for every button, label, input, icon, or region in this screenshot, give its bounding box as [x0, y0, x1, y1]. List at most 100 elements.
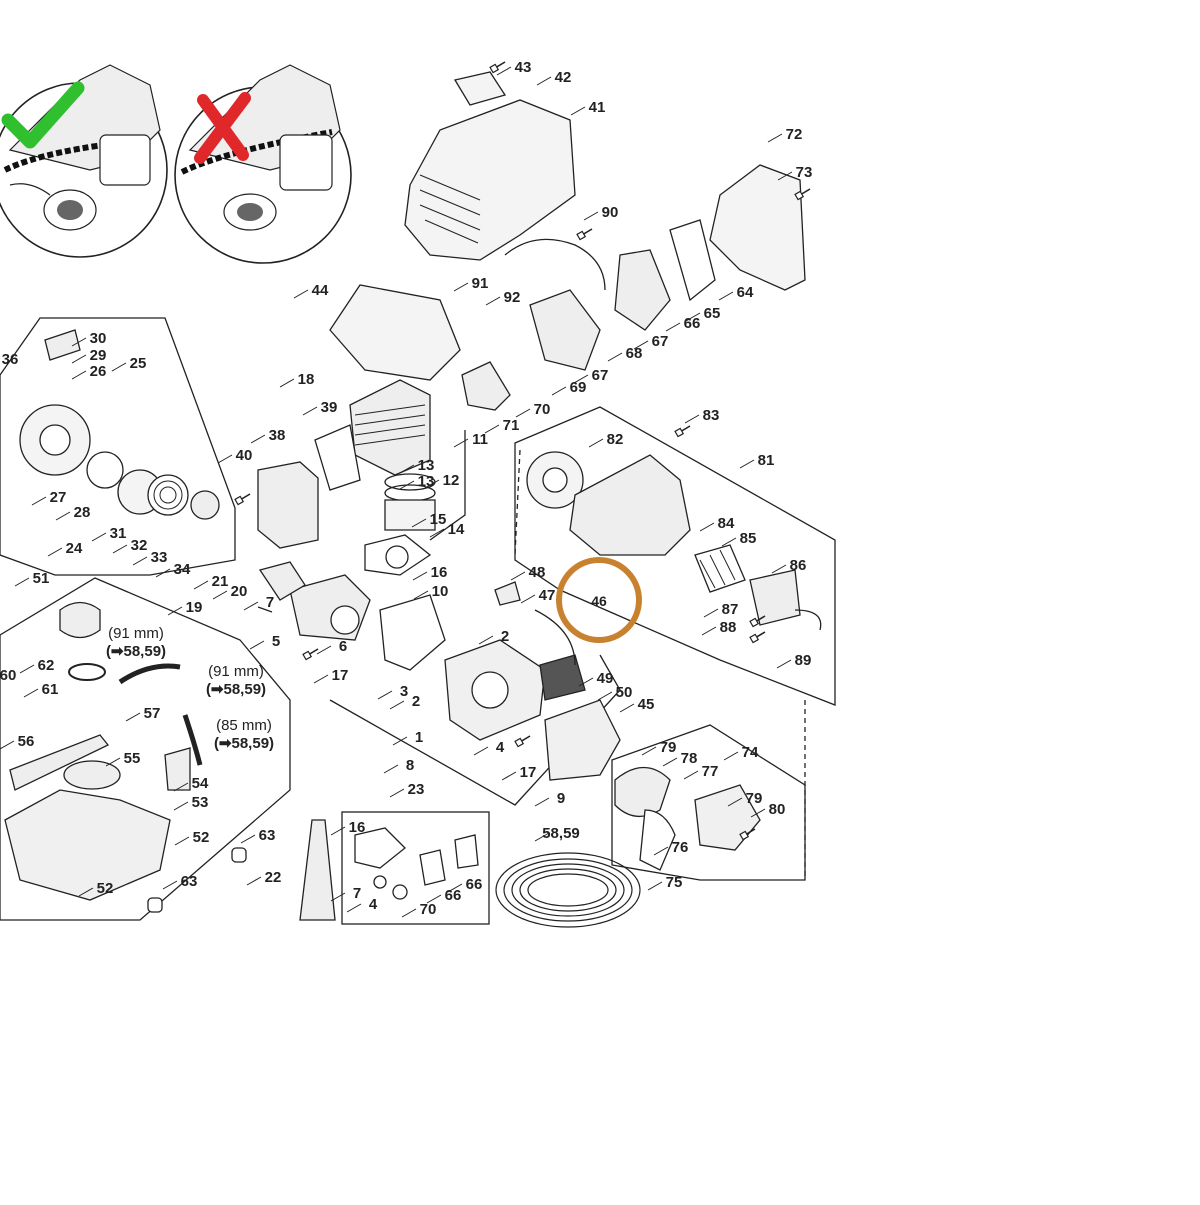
part-label-13: 13 — [418, 473, 435, 490]
clutch-group-outline — [611, 724, 806, 881]
part-label-70: 70 — [420, 901, 437, 918]
leader-line — [703, 608, 719, 618]
leader-line — [718, 291, 734, 301]
leader-line — [473, 746, 489, 756]
leader-line — [389, 788, 405, 798]
highlight-label: 46 — [591, 593, 607, 609]
leader-line — [71, 337, 87, 347]
leader-line — [777, 171, 793, 181]
part-label-57: 57 — [144, 705, 161, 722]
part-label-75: 75 — [666, 874, 683, 891]
leader-line — [383, 764, 399, 774]
part-label-85: 85 — [740, 530, 757, 547]
part-label-64: 64 — [737, 284, 754, 301]
part-label-38: 38 — [269, 427, 286, 444]
part-label-78: 78 — [681, 750, 698, 767]
leader-line — [570, 106, 586, 116]
leader-line — [377, 690, 393, 700]
leader-line — [399, 480, 415, 490]
part-label-1: 1 — [415, 729, 423, 746]
part-label-52: 52 — [97, 880, 114, 897]
leader-line — [619, 703, 635, 713]
part-label-17: 17 — [332, 667, 349, 684]
highlighted-callout: 46 — [556, 557, 642, 643]
leader-line — [510, 571, 526, 581]
cylinder-group-outline — [429, 430, 466, 541]
leader-line — [701, 626, 717, 636]
part-label-67: 67 — [592, 367, 609, 384]
part-label-4: 4 — [496, 739, 505, 756]
muffler — [257, 461, 319, 549]
correct-routing-illustration — [0, 64, 168, 258]
part-label-56: 56 — [18, 733, 35, 750]
part-label-74: 74 — [742, 744, 759, 761]
part-label-47: 47 — [539, 587, 556, 604]
part-label-18: 18 — [298, 371, 315, 388]
leader-line — [699, 522, 715, 532]
leader-line — [607, 352, 623, 362]
leader-line — [279, 378, 295, 388]
part-label-16: 16 — [349, 819, 366, 836]
part-label-17: 17 — [520, 764, 537, 781]
part-label-16: 16 — [431, 564, 448, 581]
part-label-86: 86 — [790, 557, 807, 574]
leader-line — [588, 438, 604, 448]
leader-line — [173, 801, 189, 811]
leader-line — [250, 434, 266, 444]
correct-check-icon — [1, 81, 85, 149]
leader-line — [447, 883, 463, 893]
part-label-32: 32 — [131, 537, 148, 554]
leader-line — [316, 645, 332, 655]
leader-line — [534, 832, 550, 842]
part-label-14: 14 — [448, 521, 465, 538]
part-label-80: 80 — [769, 801, 786, 818]
leader-line — [71, 370, 87, 380]
part-label-6: 6 — [339, 638, 347, 655]
leader-line — [424, 479, 440, 489]
part-label-30: 30 — [90, 330, 107, 347]
gasket-kit-outline — [341, 811, 490, 925]
part-label-66: 66 — [684, 315, 701, 332]
leader-line — [453, 282, 469, 292]
part-label-81: 81 — [758, 452, 775, 469]
part-label-62: 62 — [38, 657, 55, 674]
leader-line — [78, 887, 94, 897]
part-label-4: 4 — [369, 896, 378, 913]
leader-line — [683, 770, 699, 780]
part-label-11: 11 — [472, 431, 488, 448]
leader-line — [132, 556, 148, 566]
part-label-21: 21 — [212, 573, 229, 590]
part-label-41: 41 — [589, 99, 606, 116]
leader-line — [413, 590, 429, 600]
part-label-40: 40 — [236, 447, 253, 464]
leader-line — [23, 688, 39, 698]
part-label-58-59: 58,59 — [542, 825, 580, 842]
part-label-19: 19 — [186, 599, 203, 616]
part-label-3: 3 — [400, 683, 408, 700]
starter-group-outline — [0, 317, 236, 576]
leader-line — [520, 594, 536, 604]
part-label-45: 45 — [638, 696, 655, 713]
part-label-55: 55 — [124, 750, 141, 767]
part-label-25: 25 — [130, 355, 147, 372]
part-label-91: 91 — [472, 275, 489, 292]
part-label-73: 73 — [796, 164, 813, 181]
part-label-2: 2 — [501, 628, 509, 645]
leader-line — [71, 354, 87, 364]
part-label-89: 89 — [795, 652, 812, 669]
part-label-65: 65 — [704, 305, 721, 322]
part-label-12: 12 — [443, 472, 460, 489]
leader-line — [721, 537, 737, 547]
leader-line — [243, 601, 259, 611]
part-label-87: 87 — [722, 601, 739, 618]
leader-line — [240, 834, 256, 844]
part-label-34: 34 — [174, 561, 191, 578]
hose-length-text: (85 mm) — [216, 717, 272, 734]
part-label-36: 36 — [2, 351, 19, 368]
leader-line — [19, 664, 35, 674]
leader-line — [478, 635, 494, 645]
leader-line — [776, 659, 792, 669]
leader-line — [501, 771, 517, 781]
leader-line — [125, 712, 141, 722]
